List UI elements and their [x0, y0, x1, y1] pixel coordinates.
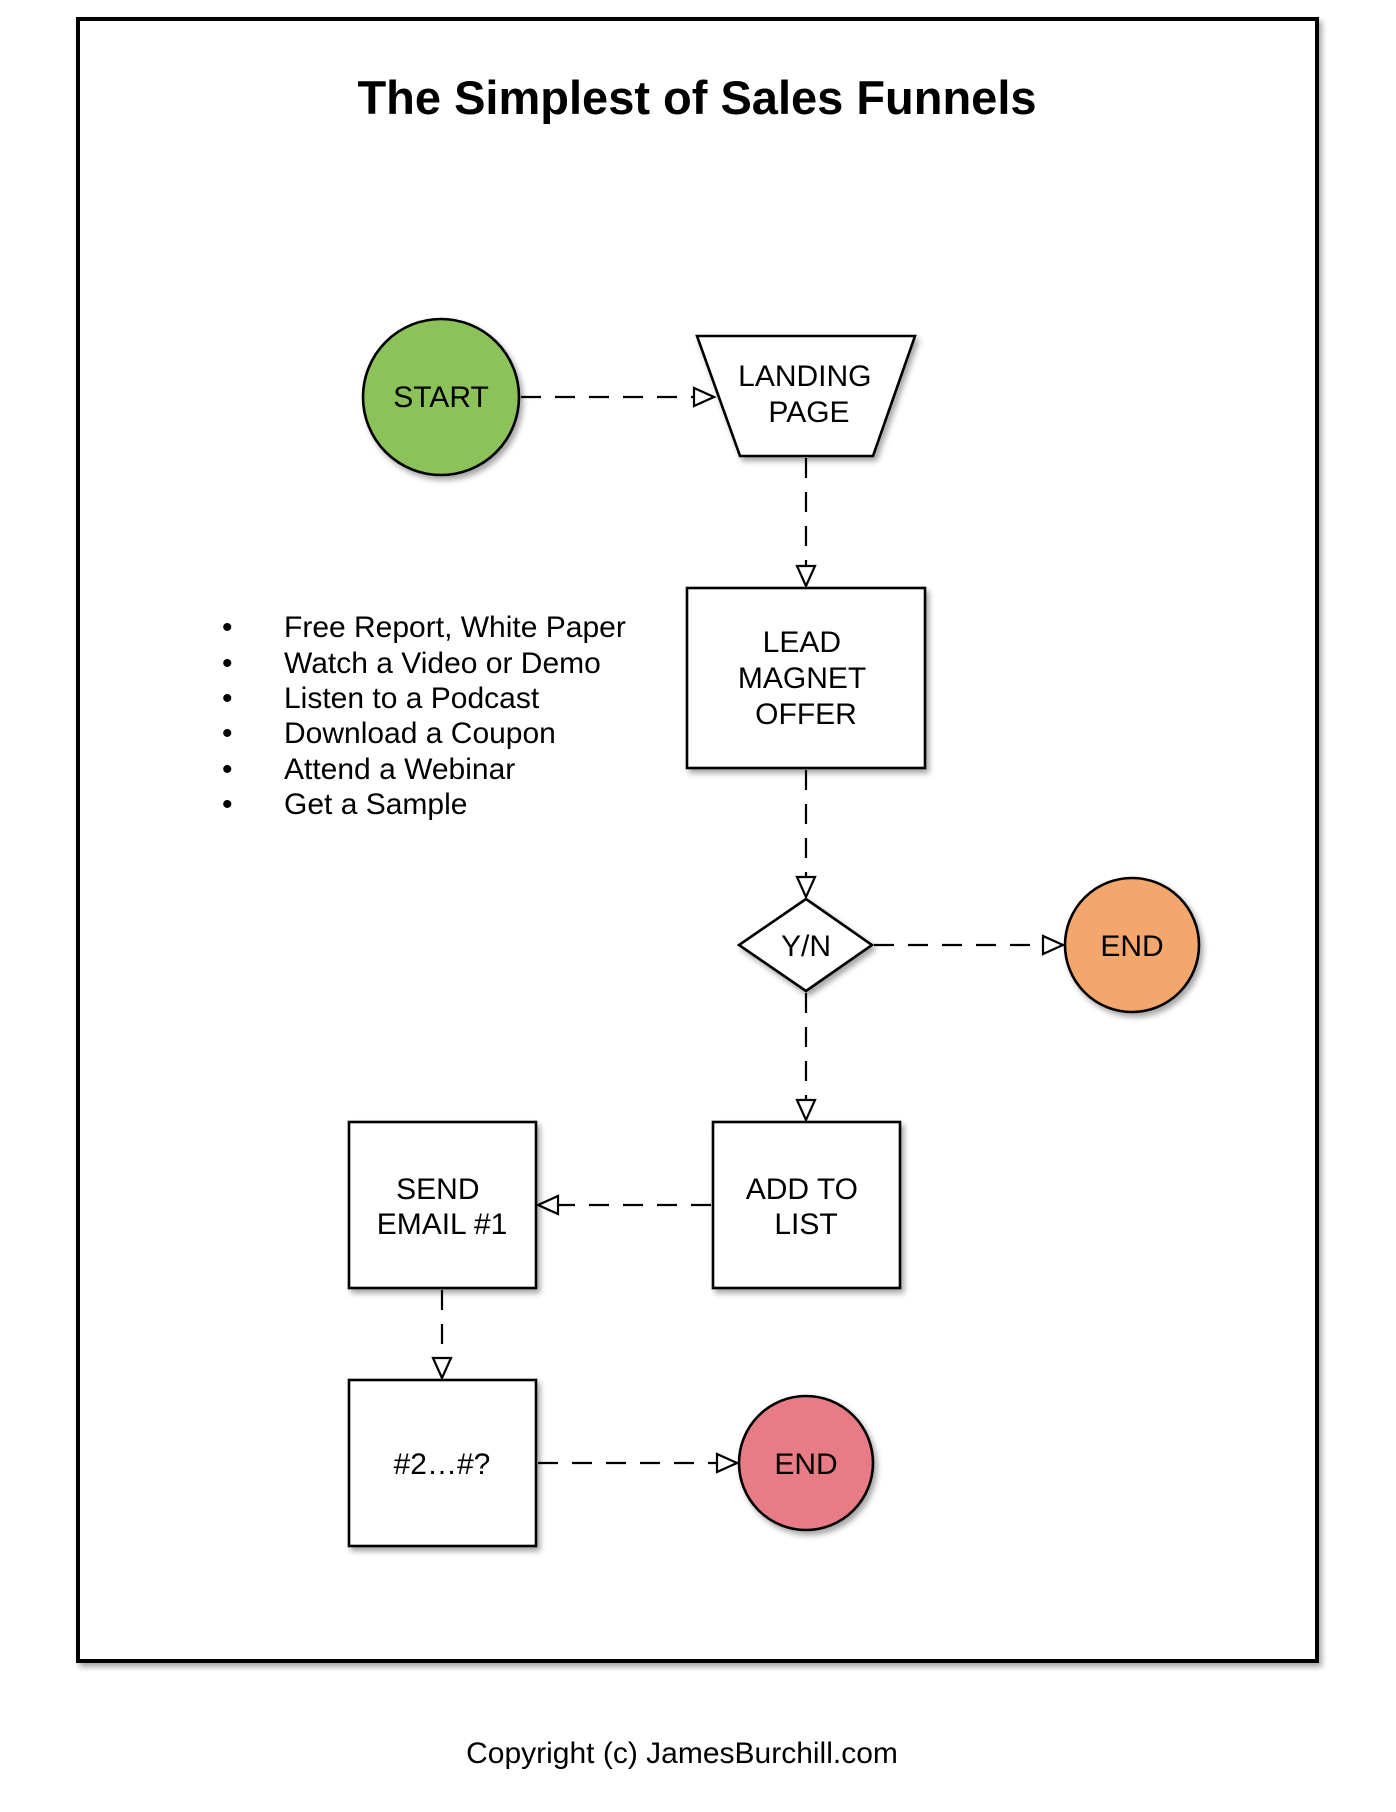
- node-end-orange: END: [1063, 876, 1201, 1014]
- send-email-box: [347, 1120, 538, 1290]
- bullet-dot: •: [222, 611, 233, 644]
- more-emails-box: [347, 1378, 538, 1548]
- arrowhead-icon: [535, 1194, 560, 1216]
- more-emails-label: #2…#?: [394, 1448, 491, 1481]
- add-to-list-box: [711, 1120, 902, 1290]
- bullet-dot: •: [222, 717, 233, 750]
- end-red-circle: [737, 1394, 875, 1532]
- end-orange-label: END: [1100, 930, 1163, 963]
- node-add-to-list: ADD TO LIST: [711, 1120, 902, 1290]
- arrowhead-icon: [431, 1356, 453, 1381]
- lead-magnet-label: LEAD MAGNET OFFER: [738, 626, 874, 731]
- arrowhead-icon: [795, 875, 817, 900]
- node-landing-page: LANDING PAGE: [695, 334, 917, 458]
- lead-magnet-box: [685, 586, 927, 770]
- arrowhead-icon: [715, 1452, 740, 1474]
- add-to-list-label: ADD TO LIST: [746, 1173, 867, 1241]
- bullet-dot: •: [222, 682, 233, 715]
- bullet-dot: •: [222, 788, 233, 821]
- edges-layer: [431, 386, 1066, 1474]
- node-start: START: [361, 317, 521, 477]
- diagram-title: The Simplest of Sales Funnels: [357, 71, 1036, 124]
- landing-page-trapezoid: [695, 334, 917, 458]
- copyright-footer: Copyright (c) JamesBurchill.com: [466, 1737, 898, 1770]
- bullet-dot: •: [222, 647, 233, 680]
- node-send-email: SEND EMAIL #1: [347, 1120, 538, 1290]
- list-item: Watch a Video or Demo: [284, 647, 601, 680]
- node-end-red: END: [737, 1394, 875, 1532]
- arrowhead-icon: [692, 386, 717, 408]
- node-lead-magnet-offer: LEAD MAGNET OFFER: [685, 586, 927, 770]
- lead-magnet-options-list: • Free Report, White Paper • Watch a Vid…: [222, 611, 626, 821]
- list-item: Download a Coupon: [284, 717, 556, 750]
- end-red-label: END: [774, 1448, 837, 1481]
- decision-label: Y/N: [781, 930, 831, 963]
- end-orange-circle: [1063, 876, 1201, 1014]
- start-label: START: [393, 381, 489, 414]
- node-more-emails: #2…#?: [347, 1378, 538, 1548]
- list-item: Attend a Webinar: [284, 753, 515, 786]
- arrowhead-icon: [1041, 934, 1066, 956]
- list-item: Listen to a Podcast: [284, 682, 540, 715]
- list-item: Get a Sample: [284, 788, 467, 821]
- bullet-dot: •: [222, 753, 233, 786]
- arrowhead-icon: [795, 1098, 817, 1123]
- decision-diamond: [736, 897, 875, 993]
- list-item: Free Report, White Paper: [284, 611, 626, 644]
- node-decision: Y/N: [736, 897, 875, 993]
- send-email-label: SEND EMAIL #1: [377, 1173, 508, 1241]
- arrowhead-icon: [795, 564, 817, 589]
- page-frame: [76, 17, 1319, 1663]
- start-circle: [361, 317, 521, 477]
- landing-page-label: LANDING PAGE: [738, 360, 880, 429]
